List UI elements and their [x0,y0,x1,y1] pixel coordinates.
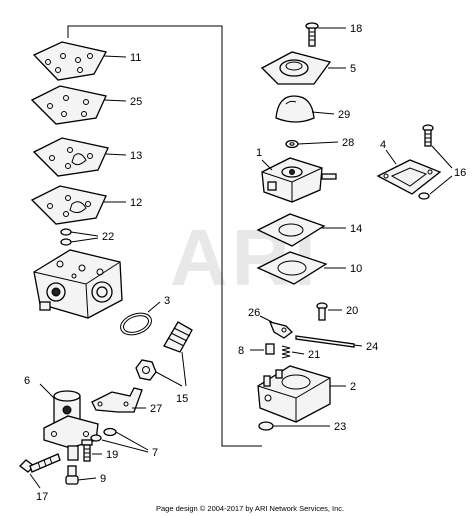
callout-19[interactable]: 19 [106,449,118,461]
screw-part-19 [81,439,102,462]
copyright-footer: Page design © 2004-2017 by ARI Network S… [156,504,344,513]
callout-20[interactable]: 20 [346,305,358,317]
cover-part-5 [260,51,346,85]
gasket-part-14 [256,213,346,247]
callout-5[interactable]: 5 [350,63,356,75]
callout-7[interactable]: 7 [152,447,158,459]
lever-part-26 [259,315,293,339]
o-ring-part-3 [120,301,161,336]
callout-11[interactable]: 11 [130,52,141,64]
carburetor-body [33,249,123,319]
needle-part-8 [250,343,275,355]
callout-17[interactable]: 17 [36,491,48,503]
callout-3[interactable]: 3 [164,295,170,307]
callout-4[interactable]: 4 [380,139,386,151]
callout-28[interactable]: 28 [342,137,354,149]
cap-part-7 [90,427,149,453]
callout-27[interactable]: 27 [150,403,162,415]
plate-part-4 [376,149,442,195]
diaphragm-part-25 [30,85,127,125]
fitting-part-15 [135,321,193,387]
callout-10[interactable]: 10 [350,263,362,275]
callout-24[interactable]: 24 [366,341,378,353]
callout-22[interactable]: 22 [102,231,114,243]
diaphragm-part-10 [256,251,346,285]
gasket-part-11 [32,41,127,81]
callout-1[interactable]: 1 [256,147,262,159]
callout-12[interactable]: 12 [130,197,142,209]
washer-part-22 [60,228,99,246]
washer-part-28 [285,139,339,149]
callout-14[interactable]: 14 [350,223,362,235]
assembly-bracket-line [67,25,262,447]
gasket-part-13 [32,137,127,177]
pin-part-24 [295,335,363,348]
bracket-part-27 [91,387,146,413]
callout-9[interactable]: 9 [100,473,106,485]
plug-part-9 [65,465,97,485]
spring-part-21 [281,345,305,359]
callout-21[interactable]: 21 [308,349,320,361]
screw-part-17 [19,453,61,489]
callout-16[interactable]: 16 [454,167,466,179]
callout-6[interactable]: 6 [24,375,30,387]
callout-8[interactable]: 8 [238,345,244,357]
screw-part-16 [418,124,453,200]
callout-25[interactable]: 25 [130,96,142,108]
pump-body-part-1 [261,157,337,203]
callout-13[interactable]: 13 [130,150,142,162]
callout-26[interactable]: 26 [248,307,260,319]
callout-2[interactable]: 2 [350,381,356,393]
metering-body-part-2 [257,365,346,423]
plug-part-23 [258,421,330,431]
callout-23[interactable]: 23 [334,421,346,433]
screw-part-18 [305,22,346,47]
primer-bulb-part-29 [275,95,335,123]
callout-18[interactable]: 18 [350,23,362,35]
gasket-part-12 [30,185,126,225]
screw-part-20 [316,302,342,321]
callout-29[interactable]: 29 [338,109,350,121]
callout-15[interactable]: 15 [176,393,188,405]
